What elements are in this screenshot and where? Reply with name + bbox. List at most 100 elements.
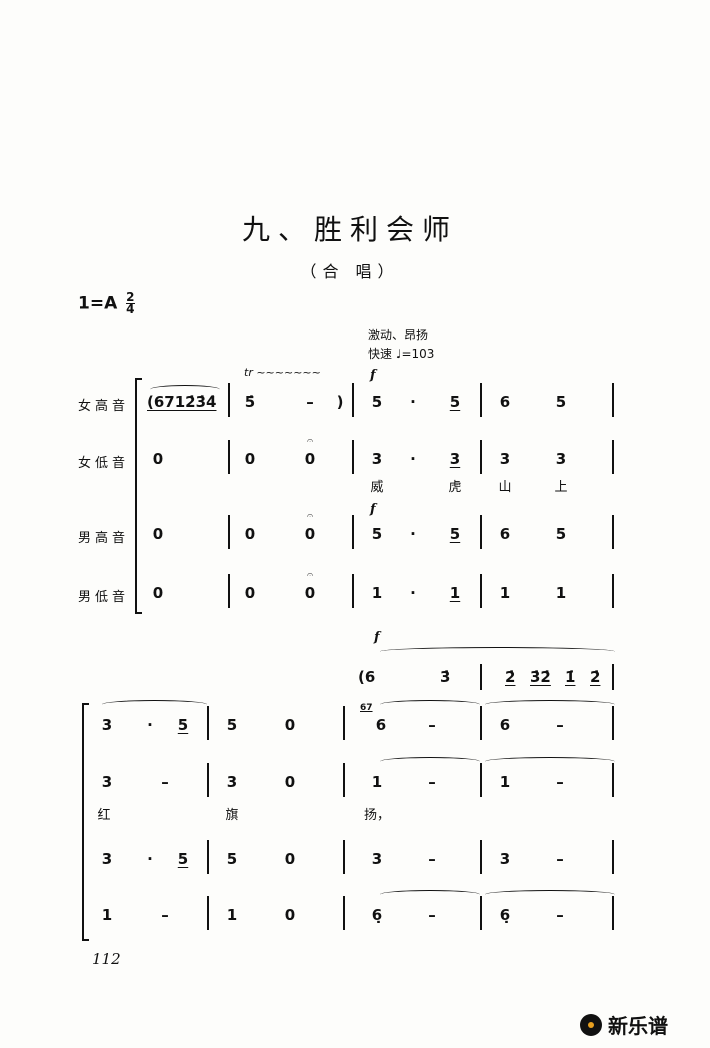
note: 3: [499, 850, 511, 868]
note: –: [306, 393, 314, 411]
note: 0: [244, 450, 256, 468]
note: 5: [555, 525, 567, 543]
slur-line: [485, 890, 615, 899]
note: 3: [101, 850, 113, 868]
note: 5: [177, 850, 189, 868]
trill-mark: tr ~~~~~~~: [244, 366, 321, 379]
note: 0: [152, 450, 164, 468]
barline: [352, 574, 354, 608]
note: 0: [304, 525, 316, 543]
note: –: [556, 906, 564, 924]
barline: [612, 706, 614, 740]
note: 3: [371, 450, 383, 468]
note: 3: [101, 716, 113, 734]
fermata-icon: 𝄐: [306, 509, 314, 522]
page-number: 112: [92, 950, 121, 968]
barline: [352, 383, 354, 417]
lyric: 旗: [225, 808, 239, 823]
note: 6: [499, 525, 511, 543]
watermark-text: 新乐谱: [608, 1014, 668, 1038]
barline: [343, 896, 345, 930]
note: 5̇: [244, 393, 256, 411]
barline: [228, 515, 230, 549]
note: 3: [371, 850, 383, 868]
barline: [343, 706, 345, 740]
note: 0: [284, 716, 296, 734]
barline: [352, 515, 354, 549]
note: 5: [449, 393, 461, 411]
slur-line: [380, 647, 615, 656]
note: 1: [499, 773, 511, 791]
slur-line: [150, 385, 220, 394]
expression-mark: 激动、昂扬: [368, 328, 429, 342]
barline: [207, 706, 209, 740]
lyric: 扬，: [363, 808, 391, 823]
part-label: 男低音: [78, 590, 130, 605]
note: 5: [177, 716, 189, 734]
note: ): [336, 393, 344, 411]
accompaniment-note: 2̇: [590, 668, 601, 686]
note: 6: [499, 393, 511, 411]
barline: [480, 706, 482, 740]
note: 1: [555, 584, 567, 602]
note: 1: [101, 906, 113, 924]
lyric: 上: [554, 480, 568, 495]
note: ·: [410, 525, 416, 543]
barline: [207, 896, 209, 930]
tempo-mark: 快速 ♩=103: [368, 347, 435, 361]
slur-line: [102, 700, 207, 709]
note: 5: [371, 393, 383, 411]
system-bracket: [82, 703, 89, 941]
time-bottom: 4: [126, 302, 135, 316]
record-icon: [580, 1013, 602, 1036]
note: 6: [375, 716, 387, 734]
note: 5: [226, 716, 238, 734]
accompaniment-note: 3̇: [440, 668, 451, 686]
note: –: [161, 773, 169, 791]
part-label: 女低音: [78, 456, 130, 471]
note: 0: [304, 584, 316, 602]
barline: [480, 574, 482, 608]
barline: [612, 896, 614, 930]
note: 0: [284, 906, 296, 924]
time-signature: 2 4: [126, 291, 135, 316]
note: 5: [555, 393, 567, 411]
note: 1: [449, 584, 461, 602]
barline: [207, 840, 209, 874]
note: –: [428, 773, 436, 791]
accompaniment-note: 1̇: [565, 668, 576, 686]
barline: [352, 440, 354, 474]
note: 0: [152, 525, 164, 543]
barline: [612, 515, 614, 549]
lyric: 虎: [448, 480, 462, 495]
note: –: [161, 906, 169, 924]
note: 0: [304, 450, 316, 468]
key-signature: 1=A 2 4: [78, 291, 135, 316]
barline: [612, 664, 614, 690]
note: –: [556, 773, 564, 791]
barline: [480, 896, 482, 930]
note: 5: [449, 525, 461, 543]
fermata-icon: 𝄐: [306, 568, 314, 581]
song-title: 九、胜利会师: [241, 213, 458, 246]
note: ·: [410, 450, 416, 468]
accompaniment-note: (6: [358, 668, 376, 686]
note: 3: [499, 450, 511, 468]
grace-notes: 67: [360, 703, 373, 713]
barline: [480, 440, 482, 474]
slur-line: [485, 700, 615, 709]
barline: [228, 383, 230, 417]
note: 1: [226, 906, 238, 924]
note: –: [556, 716, 564, 734]
note: 3: [101, 773, 113, 791]
slur-line: [485, 757, 615, 766]
barline: [228, 440, 230, 474]
lyric: 红: [97, 808, 111, 823]
song-subtitle: （合 唱）: [300, 262, 400, 281]
dynamic-forte: f: [370, 368, 376, 383]
accompaniment-note: 3̇2̇: [530, 668, 551, 686]
note: 5: [226, 850, 238, 868]
note: 0: [284, 773, 296, 791]
note: –: [556, 850, 564, 868]
